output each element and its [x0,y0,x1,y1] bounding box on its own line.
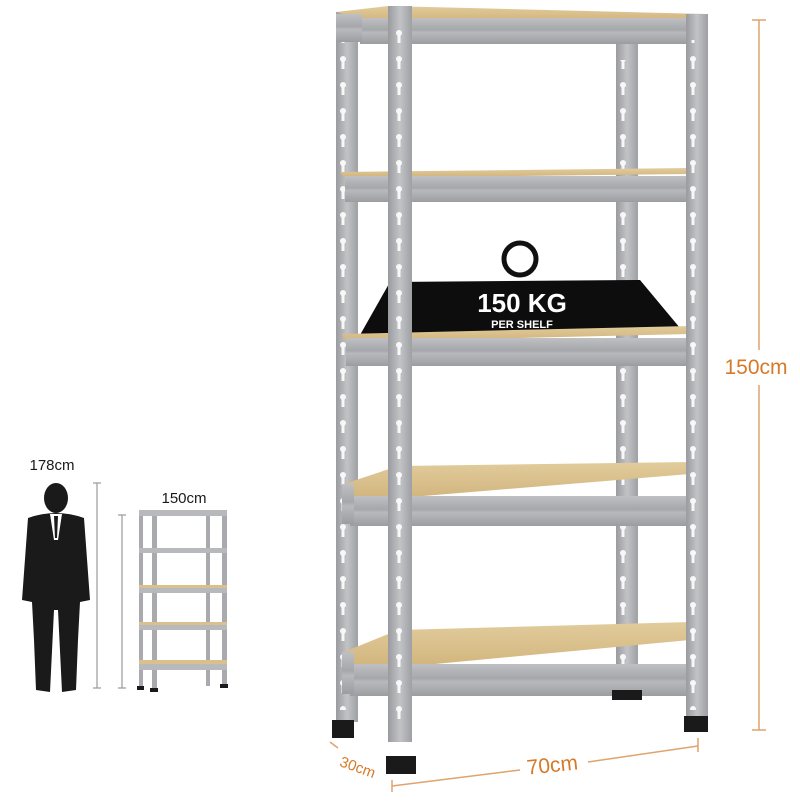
person-height-label: 178cm [29,457,74,474]
load-sub-label: PER SHELF [491,319,553,331]
mini-shelving-unit [137,510,228,692]
height-dimension: 150cm [724,19,788,731]
back-post-right [616,40,638,700]
businessman-silhouette-icon [22,483,90,692]
foot-front-left [386,756,416,774]
front-post-left [388,6,412,742]
foot-back-right [612,690,642,700]
front-post-right [686,14,708,720]
load-value: 150 KG [477,288,567,318]
main-shelving-unit: 150 KG PER SHELF [332,6,708,774]
load-capacity-badge: 150 KG PER SHELF [360,240,680,335]
width-label: 70cm [526,751,579,779]
width-dimension: 70cm [391,738,699,792]
height-label: 150cm [724,356,787,379]
depth-dimension: 30cm [329,741,378,783]
foot-front-right [684,716,708,732]
scale-comparison: 178cm 150cm [22,457,228,692]
depth-label: 30cm [337,754,377,783]
small-shelf-height-label: 150cm [161,490,206,507]
foot-back-left [332,720,354,738]
weight-ring-icon [501,240,539,278]
back-post-left [336,12,358,722]
shelf-1 [336,6,706,44]
